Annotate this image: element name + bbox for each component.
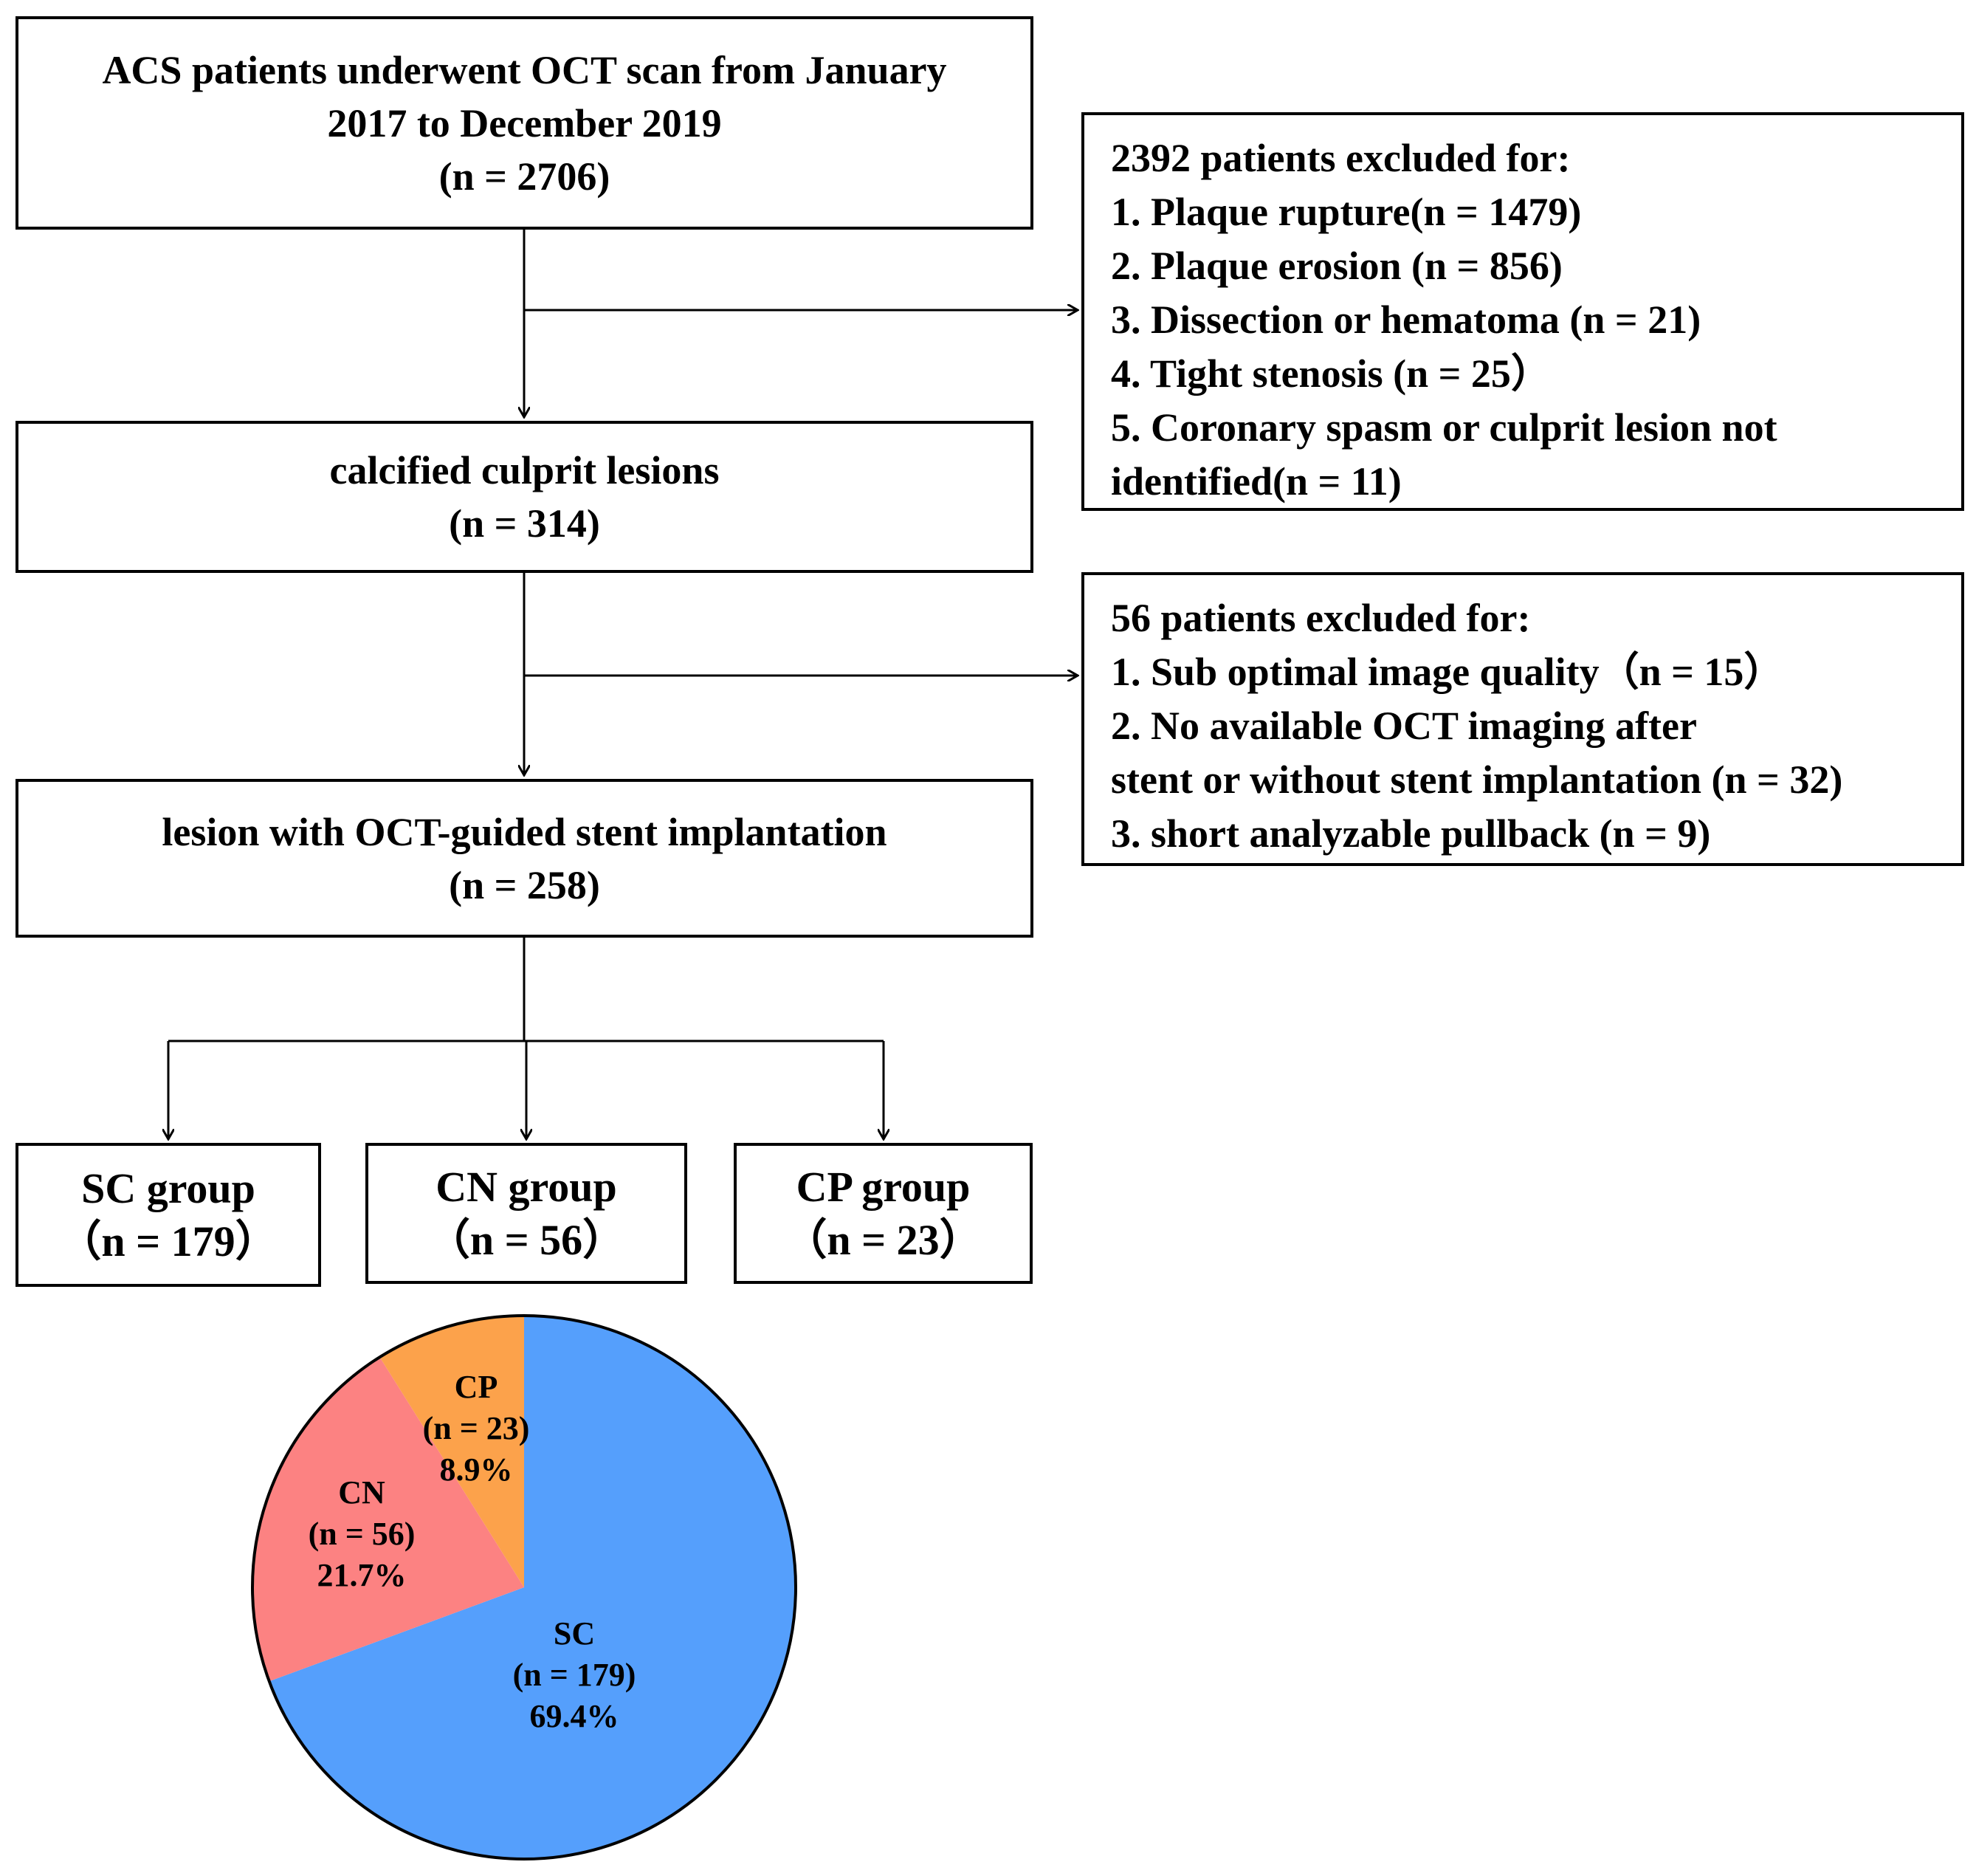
pie-label-cn: CN (n = 56) 21.7% (309, 1472, 416, 1596)
pie-cn-count: (n = 56) (308, 1516, 416, 1552)
sc-group-count: （n = 179） (58, 1217, 278, 1265)
start-box: ACS patients underwent OCT scan from Jan… (16, 16, 1033, 230)
pie-slice-sc (269, 1316, 796, 1859)
pie-sc-pct: 69.4% (529, 1698, 619, 1734)
start-count: (n = 2706) (438, 154, 610, 199)
pie-cn-pct: 21.7% (317, 1557, 407, 1593)
cp-group-title: CP group (796, 1162, 971, 1211)
exclusion-2-heading: 56 patients excluded for: (1111, 596, 1531, 640)
cn-group-box: CN group （n = 56） (365, 1143, 687, 1284)
exclusion-2-item: 2. No available OCT imaging after (1111, 704, 1697, 748)
pie-slice-cp (379, 1316, 524, 1587)
exclusion-1-item: 5. Coronary spasm or culprit lesion not (1111, 405, 1777, 450)
exclusion-1-item: 4. Tight stenosis (n = 25） (1111, 351, 1551, 396)
exclusion-1-item: 1. Plaque rupture(n = 1479) (1111, 190, 1582, 234)
cn-group-count: （n = 56） (427, 1215, 626, 1264)
exclusion-1-item: 3. Dissection or hematoma (n = 21) (1111, 298, 1701, 342)
calcified-box: calcified culprit lesions (n = 314) (16, 421, 1033, 573)
pie-cp-pct: 8.9% (439, 1451, 513, 1488)
pie-sc-name: SC (553, 1615, 596, 1652)
exclusion-1-item: identified(n = 11) (1111, 459, 1402, 504)
exclusion-box-2: 56 patients excluded for: 1. Sub optimal… (1081, 572, 1964, 866)
stent-count: (n = 258) (449, 862, 600, 907)
pie-label-sc: SC (n = 179) 69.4% (513, 1613, 636, 1737)
pie-cp-name: CP (454, 1369, 498, 1405)
exclusion-1-item: 2. Plaque erosion (n = 856) (1111, 244, 1563, 288)
cn-group-title: CN group (436, 1162, 617, 1211)
cp-group-box: CP group （n = 23） (734, 1143, 1033, 1284)
exclusion-box-1: 2392 patients excluded for: 1. Plaque ru… (1081, 112, 1964, 511)
pie-chart (251, 1314, 797, 1860)
exclusion-1-heading: 2392 patients excluded for: (1111, 136, 1571, 180)
pie-sc-count: (n = 179) (512, 1657, 636, 1693)
pie-slice-cn (252, 1357, 524, 1682)
pie-cn-name: CN (338, 1474, 385, 1511)
stent-title: lesion with OCT-guided stent implantatio… (162, 809, 887, 854)
pie-outline (251, 1314, 797, 1860)
sc-group-title: SC group (81, 1164, 255, 1212)
start-line-2: 2017 to December 2019 (327, 100, 722, 145)
sc-group-box: SC group （n = 179） (16, 1143, 321, 1287)
start-line-1: ACS patients underwent OCT scan from Jan… (102, 47, 947, 92)
cp-group-count: （n = 23） (784, 1215, 982, 1264)
pie-cp-count: (n = 23) (422, 1410, 530, 1446)
exclusion-2-item: stent or without stent implantation (n =… (1111, 757, 1843, 802)
calcified-title: calcified culprit lesions (329, 448, 720, 492)
exclusion-2-item: 1. Sub optimal image quality（n = 15） (1111, 650, 1784, 694)
stent-box: lesion with OCT-guided stent implantatio… (16, 779, 1033, 938)
exclusion-2-item: 3. short analyzable pullback (n = 9) (1111, 811, 1711, 856)
calcified-count: (n = 314) (449, 501, 600, 546)
pie-label-cp: CP (n = 23) 8.9% (423, 1367, 530, 1491)
